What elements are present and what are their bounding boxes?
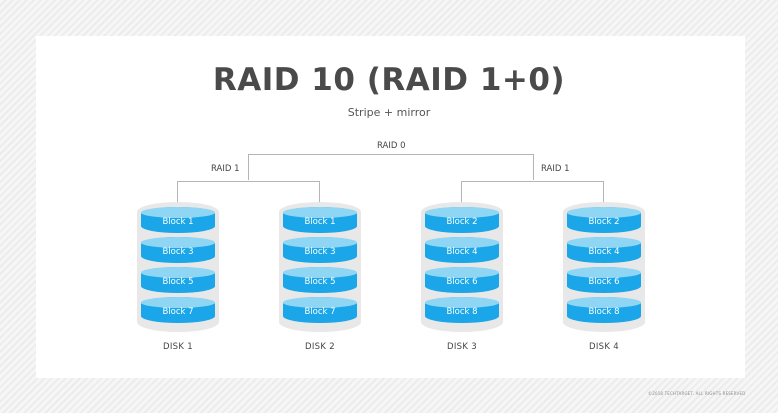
- block-label: Block 1: [162, 217, 194, 227]
- disk-block: Block 6: [567, 267, 641, 293]
- diagram-title: RAID 10 (RAID 1+0): [212, 62, 566, 98]
- disk-4-label: DISK 4: [589, 342, 619, 352]
- disk-block: Block 1: [141, 207, 215, 233]
- raid1-right-connector: [461, 181, 604, 210]
- block-label: Block 7: [304, 307, 336, 317]
- block-label: Block 2: [588, 217, 620, 227]
- block-label: Block 8: [446, 307, 478, 317]
- disk-block: Block 8: [567, 297, 641, 323]
- disk-block: Block 7: [283, 297, 357, 323]
- disk-block: Block 7: [141, 297, 215, 323]
- block-label: Block 6: [588, 277, 620, 287]
- block-label: Block 8: [588, 307, 620, 317]
- raid0-connector: [248, 154, 534, 180]
- disk-block: Block 5: [283, 267, 357, 293]
- disk-block: Block 1: [283, 207, 357, 233]
- block-label: Block 4: [588, 247, 620, 257]
- disk-block: Block 6: [425, 267, 499, 293]
- disk-block: Block 4: [567, 237, 641, 263]
- disk-block: Block 8: [425, 297, 499, 323]
- block-label: Block 5: [304, 277, 336, 287]
- block-label: Block 3: [162, 247, 194, 257]
- block-label: Block 5: [162, 277, 194, 287]
- block-label: Block 6: [446, 277, 478, 287]
- disk-3-label: DISK 3: [447, 342, 477, 352]
- disk-block: Block 2: [567, 207, 641, 233]
- disk-2: Block 1 Block 3 Block 5 Block 7: [279, 202, 361, 332]
- disk-1-label: DISK 1: [163, 342, 193, 352]
- disk-block: Block 3: [141, 237, 215, 263]
- raid1-label-left: RAID 1: [211, 164, 240, 174]
- disk-2-label: DISK 2: [305, 342, 335, 352]
- disk-block: Block 5: [141, 267, 215, 293]
- disk-4: Block 2 Block 4 Block 6 Block 8: [563, 202, 645, 332]
- copyright-notice: ©2018 TECHTARGET. ALL RIGHTS RESERVED: [648, 391, 746, 396]
- raid0-label: RAID 0: [377, 141, 406, 151]
- disk-1: Block 1 Block 3 Block 5 Block 7: [137, 202, 219, 332]
- block-label: Block 1: [304, 217, 336, 227]
- raid1-label-right: RAID 1: [541, 164, 570, 174]
- block-label: Block 2: [446, 217, 478, 227]
- disk-block: Block 4: [425, 237, 499, 263]
- block-label: Block 3: [304, 247, 336, 257]
- block-label: Block 4: [446, 247, 478, 257]
- block-label: Block 7: [162, 307, 194, 317]
- raid1-left-connector: [177, 181, 320, 210]
- disk-block: Block 2: [425, 207, 499, 233]
- diagram-subtitle: Stripe + mirror: [347, 106, 431, 119]
- disk-3: Block 2 Block 4 Block 6 Block 8: [421, 202, 503, 332]
- disk-block: Block 3: [283, 237, 357, 263]
